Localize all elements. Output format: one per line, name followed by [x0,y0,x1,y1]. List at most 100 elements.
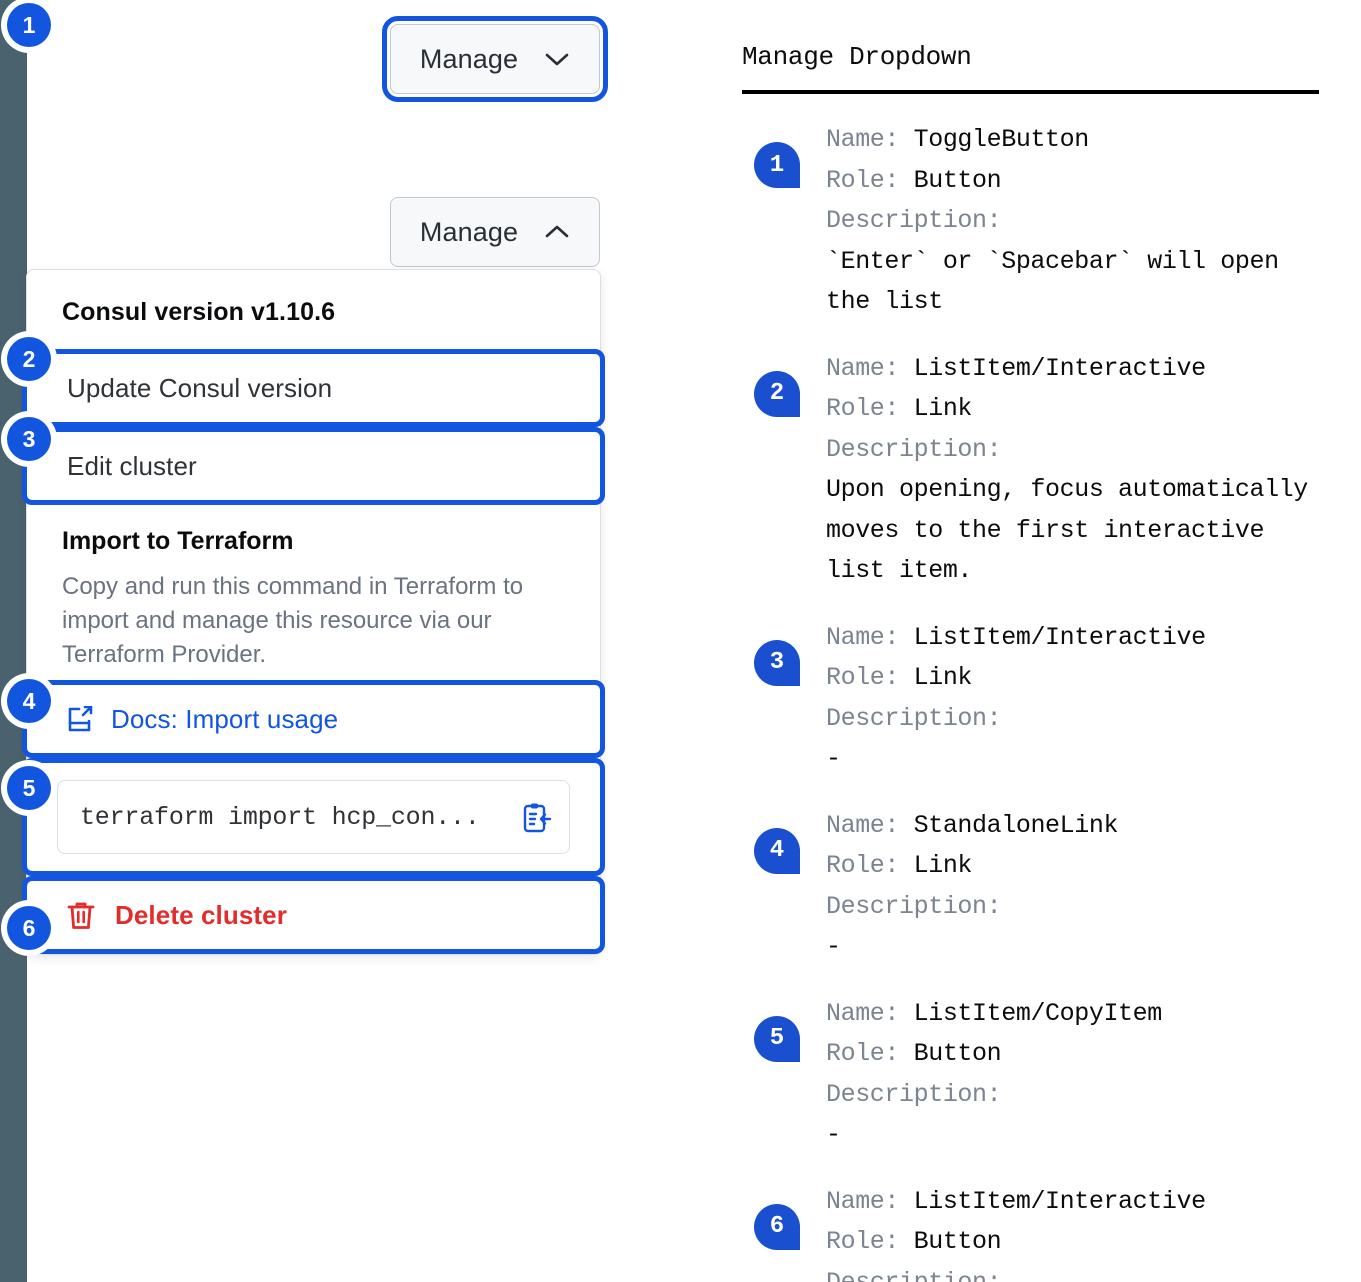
legend-entry-list: 1 Name: ToggleButton Role: Button Descri… [742,120,1342,1282]
manage-toggle-button-expanded[interactable]: Manage [390,197,600,267]
legend-pane: Manage Dropdown 1 Name: ToggleButton Rol… [742,0,1342,1282]
terraform-command-field[interactable]: terraform import hcp_con... [57,780,570,855]
step-marker-2-label: 2 [22,345,36,372]
legend-name-value: StandaloneLink [913,810,1119,840]
legend-entry-body: Name: StandaloneLink Role: Link Descript… [826,806,1118,968]
menu-item-label: Update Consul version [67,372,333,403]
legend-role-value: Button [913,1039,1002,1068]
legend-badge-6: 6 [754,1203,800,1250]
legend-description-label: Description: [826,434,1002,464]
legend-description-label: Description: [826,1079,1002,1109]
legend-role-label: Role: [826,1039,900,1068]
legend-role-label: Role: [826,851,900,880]
legend-badge-label: 2 [769,380,785,407]
legend-badge-label: 3 [769,649,785,676]
menu-item-copy-terraform-command[interactable]: terraform import hcp_con... [22,758,605,877]
legend-badge-3: 3 [754,639,800,686]
legend-name-value: ListItem/Interactive [913,353,1206,383]
step-marker-5: 5 [7,766,51,810]
step-marker-4: 4 [7,679,51,723]
legend-divider [742,90,1319,94]
menu-item-edit-cluster[interactable]: Edit cluster [22,427,605,505]
legend-role-label: Role: [826,394,900,423]
trash-icon [67,901,95,930]
legend-entry-body: Name: ToggleButton Role: Button Descript… [826,120,1279,323]
legend-badge-label: 4 [769,837,785,864]
legend-role-value: Link [913,851,973,880]
chevron-down-icon [544,51,570,67]
legend-name-value: ToggleButton [913,125,1090,154]
legend-role-value: Link [913,394,973,423]
step-marker-5-label: 5 [22,774,36,801]
manage-toggle-button-collapsed[interactable]: Manage [382,16,608,102]
manage-button-label: Manage [419,43,519,74]
legend-entry-body: Name: ListItem/Interactive Role: Button … [826,1182,1322,1282]
step-marker-1: 1 [7,3,51,47]
legend-badge-label: 5 [769,1025,785,1052]
legend-badge-label: 1 [769,151,785,179]
step-marker-6: 6 [7,906,51,950]
legend-badge-label: 6 [769,1213,785,1240]
legend-description-label: Description: [826,891,1002,921]
external-link-docs-icon [67,705,93,733]
legend-role-label: Role: [826,165,900,195]
legend-description-value: Upon opening, focus automatically moves … [826,475,1308,585]
legend-entry: 6 Name: ListItem/Interactive Role: Butto… [742,1182,1342,1282]
legend-entry: 4 Name: StandaloneLink Role: Link Descri… [742,806,1342,968]
legend-name-label: Name: [826,125,900,154]
legend-badge-2: 2 [754,370,800,417]
legend-entry-body: Name: ListItem/Interactive Role: Link De… [826,349,1308,592]
legend-description-value: - [826,1120,841,1149]
legend-entry-body: Name: ListItem/CopyItem Role: Button Des… [826,994,1162,1156]
step-marker-6-label: 6 [22,914,36,941]
import-to-terraform-title: Import to Terraform [62,527,294,555]
legend-description-value: `Enter` or `Spacebar` will open the list [826,246,1279,317]
legend-name-label: Name: [826,810,900,840]
legend-badge-5: 5 [754,1015,800,1062]
legend-name-label: Name: [826,998,900,1028]
legend-badge-4: 4 [754,827,800,874]
legend-name-value: ListItem/CopyItem [913,998,1163,1028]
docs-link-label: Docs: Import usage [111,703,339,734]
menu-item-delete-cluster[interactable]: Delete cluster [22,876,605,955]
legend-name-value: ListItem/Interactive [913,622,1206,652]
legend-description-value: - [826,932,841,961]
chevron-up-icon [544,224,570,240]
terraform-command-text: terraform import hcp_con... [80,802,480,832]
legend-entry: 2 Name: ListItem/Interactive Role: Link … [742,349,1342,592]
manage-button-label-expanded: Manage [419,216,519,247]
legend-badge-1: 1 [754,142,800,188]
step-marker-2: 2 [7,337,51,381]
legend-role-value: Button [913,1227,1002,1256]
legend-description-label: Description: [826,703,1002,733]
delete-cluster-label: Delete cluster [115,899,287,930]
legend-name-label: Name: [826,622,900,652]
legend-entry: 5 Name: ListItem/CopyItem Role: Button D… [742,994,1342,1156]
legend-description-label: Description: [826,1267,1002,1282]
legend-description-label: Description: [826,206,1002,235]
menu-item-update-consul-version[interactable]: Update Consul version [22,349,605,427]
clipboard-copy-icon[interactable] [521,802,552,833]
import-to-terraform-section: Import to Terraform Copy and run this co… [27,505,600,680]
legend-entry: 1 Name: ToggleButton Role: Button Descri… [742,120,1342,323]
legend-role-value: Link [913,663,973,692]
import-to-terraform-description: Copy and run this command in Terraform t… [62,573,524,669]
left-navigation-rail [0,0,27,1282]
menu-item-label: Edit cluster [67,450,197,481]
legend-name-value: ListItem/Interactive [913,1186,1206,1216]
manage-dropdown-menu: Consul version v1.10.6 Update Consul ver… [22,269,605,956]
legend-name-label: Name: [826,353,900,383]
legend-name-label: Name: [826,1186,900,1216]
legend-description-value: - [826,744,841,773]
step-marker-4-label: 4 [22,687,36,714]
legend-title: Manage Dropdown [742,42,972,72]
consul-version-heading: Consul version v1.10.6 [62,298,336,326]
step-marker-3: 3 [7,417,51,461]
dropdown-demo-pane: Manage 1 Manage Consul version v1.10.6 [7,0,702,1282]
legend-role-label: Role: [826,663,900,692]
step-marker-1-label: 1 [22,11,36,38]
legend-entry-body: Name: ListItem/Interactive Role: Link De… [826,618,1206,780]
menu-item-docs-import-usage[interactable]: Docs: Import usage [22,680,605,759]
legend-role-value: Button [913,165,1002,195]
